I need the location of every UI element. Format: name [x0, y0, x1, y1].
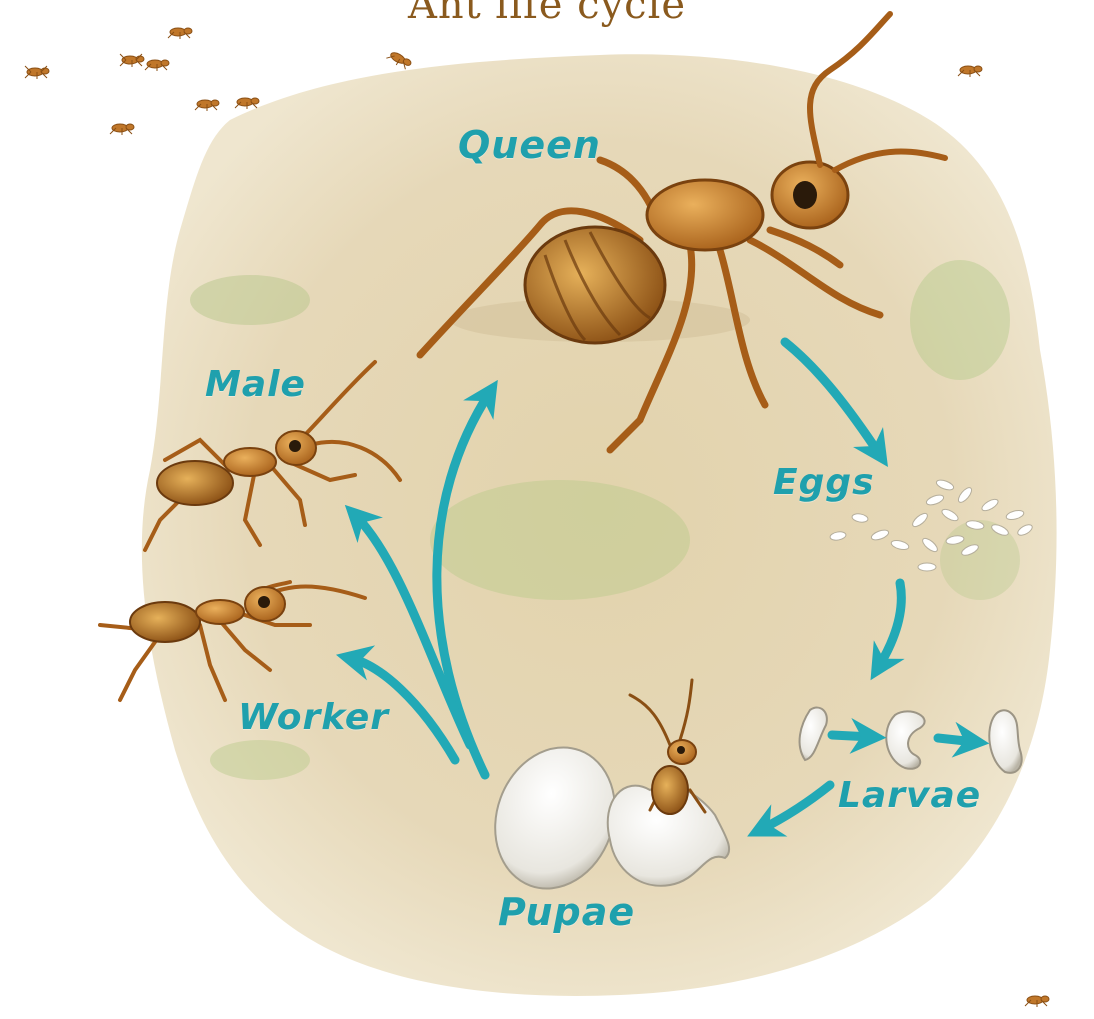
- diagram-title: Ant life cycle: [0, 0, 1094, 28]
- moss-patch: [190, 275, 310, 325]
- stage-label-queen: Queen: [458, 123, 601, 167]
- stage-label-eggs: Eggs: [773, 462, 875, 503]
- stage-label-worker: Worker: [238, 697, 389, 738]
- stage-label-larvae: Larvae: [838, 775, 981, 816]
- stage-label-male: Male: [205, 364, 306, 405]
- arrow-larva1-to-larva2: [832, 735, 872, 737]
- moss-patch: [910, 260, 1010, 380]
- moss-patch: [210, 740, 310, 780]
- arrow-larva2-to-larva3: [938, 738, 975, 742]
- moss-patch: [430, 480, 690, 600]
- stage-label-pupae: Pupae: [498, 890, 635, 934]
